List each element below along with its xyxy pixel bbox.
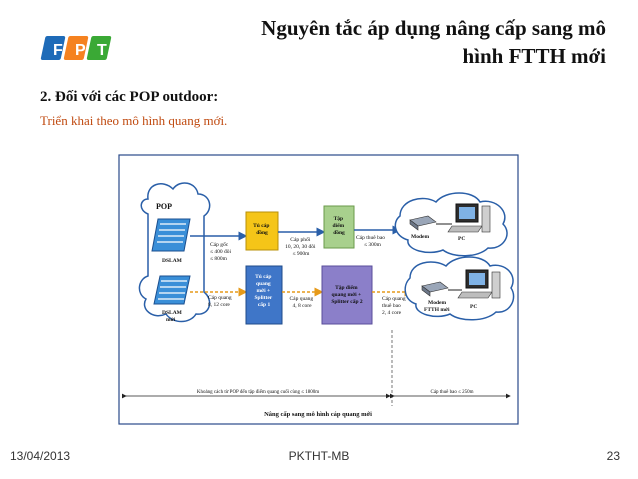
tcq-l1: Tủ cáp — [255, 274, 271, 280]
logo-f-tile — [40, 36, 66, 60]
pc-icon-bottom — [457, 269, 501, 299]
tu-cap-quang-box — [245, 265, 283, 325]
cap-goc-l3: ≤ 800m — [210, 256, 228, 262]
tdq-l1: Tập điểm — [335, 284, 358, 291]
cqr-l3: 2, 4 core — [382, 310, 402, 316]
fpt-logo: F P T — [40, 36, 112, 60]
footer-center: PKTHT-MB — [288, 449, 350, 463]
tap-diem-quang-box — [321, 265, 373, 325]
logo-letter-f: F — [53, 42, 63, 59]
modem-ftth-icon — [421, 281, 449, 297]
dslam-new-word-2: mới — [166, 317, 176, 323]
title-line-1: Nguyên tắc áp dụng nâng cấp sang mô — [261, 16, 606, 40]
tu-cap-dong-l2: đồng — [256, 229, 268, 236]
cap-phoi-l2: 10, 20, 30 đôi — [285, 244, 316, 250]
section-heading: 2. Đối với các POP outdoor: — [40, 89, 219, 105]
pop-cloud — [138, 182, 211, 323]
tap-diem-dong-label: Tập điểm đồng — [333, 216, 346, 236]
dslam-new-word-1: DSLAM — [162, 310, 183, 316]
cap-quang-right-label: Cáp quang thuê bao 2, 4 core — [382, 296, 407, 316]
mftth-l1: Modem — [428, 300, 446, 306]
cap-goc-l1: Cáp gốc — [210, 241, 229, 248]
tap-diem-dong-l2: điểm — [333, 222, 345, 229]
logo-letter-t: T — [97, 42, 107, 59]
cap-goc-l2: ≤ 400 đôi — [210, 249, 232, 255]
footer-date: 13/04/2013 — [10, 449, 71, 463]
tap-diem-dong-l1: Tập — [334, 216, 343, 222]
cap-phoi-l1: Cáp phối — [290, 236, 310, 243]
cap-goc-label: Cáp gốc ≤ 400 đôi ≤ 800m — [210, 241, 232, 262]
tu-cap-dong-box — [245, 211, 279, 251]
logo-p-tile — [63, 36, 89, 60]
slide-title: Nguyên tắc áp dụng nâng cấp sang mô hình… — [180, 14, 606, 70]
modem-icon-top — [409, 215, 437, 231]
distance-right-label: Cáp thuê bao ≤ 250m — [430, 390, 473, 395]
logo-letter-p: P — [75, 42, 86, 59]
dslam-label: DSLAM — [162, 258, 183, 264]
pop-label: POP — [156, 202, 172, 211]
pc-label-bottom: PC — [470, 304, 477, 310]
cql-l1: Cáp quang — [208, 295, 232, 301]
tdq-l2: quang mới + — [331, 292, 361, 298]
dslam-device — [151, 218, 191, 252]
cap-phoi-label: Cáp phối 10, 20, 30 đôi ≤ 900m — [285, 236, 317, 257]
tcq-l4: Splitter — [255, 295, 273, 301]
cqr-l2: thuê bao — [382, 303, 401, 309]
page-number: 23 — [606, 449, 620, 463]
tu-cap-dong-l1: Tủ cáp — [253, 223, 269, 229]
tdq-l3: Splitter cấp 2 — [331, 298, 363, 305]
cap-phoi-l3: ≤ 900m — [293, 251, 311, 257]
cap-thue-bao-top-label: Cáp thuê bao ≤ 300m — [356, 235, 386, 248]
cap-quang-left-label: Cáp quang 8, 12 core — [208, 295, 233, 308]
tcq-l5: cấp 1 — [258, 301, 271, 308]
tu-cap-dong-label: Tủ cáp đồng — [253, 223, 271, 236]
logo-t-tile — [86, 36, 112, 60]
modem-label-top: Modem — [411, 234, 429, 240]
title-line-2: hình FTTH mới — [462, 44, 606, 68]
tcq-l3: mới + — [256, 288, 270, 294]
tu-cap-quang-label: Tủ cáp quang mới + Splitter cấp 1 — [255, 274, 274, 308]
cqm-l2: 4, 8 core — [292, 303, 312, 309]
section-text: Triển khai theo mô hình quang mới. — [40, 113, 228, 128]
modem-ftth-label: Modem FTTH mới — [424, 300, 450, 313]
tap-diem-quang-label: Tập điểm quang mới + Splitter cấp 2 — [331, 284, 363, 305]
pc-label-top: PC — [458, 236, 465, 242]
mftth-l2: FTTH mới — [424, 307, 450, 313]
ctb-top-l1: Cáp thuê bao — [356, 235, 385, 241]
cap-quang-mid-label: Cáp quang 4, 8 core — [289, 296, 314, 309]
dslam-new-device — [153, 275, 191, 305]
pc-icon-top — [447, 203, 491, 233]
distance-left-label: Khoảng cách từ POP đến tập điểm quang cu… — [197, 389, 319, 395]
cqm-l1: Cáp quang — [289, 296, 313, 302]
diagram-caption: Nâng cấp sang mô hình cáp quang mới — [264, 411, 372, 418]
cqr-l1: Cáp quang — [382, 296, 406, 302]
ctb-top-l2: ≤ 300m — [364, 242, 382, 248]
tap-diem-dong-l3: đồng — [333, 229, 345, 236]
tap-diem-dong-box — [323, 205, 355, 249]
tcq-l2: quang — [256, 281, 271, 287]
cql-l2: 8, 12 core — [208, 302, 230, 308]
